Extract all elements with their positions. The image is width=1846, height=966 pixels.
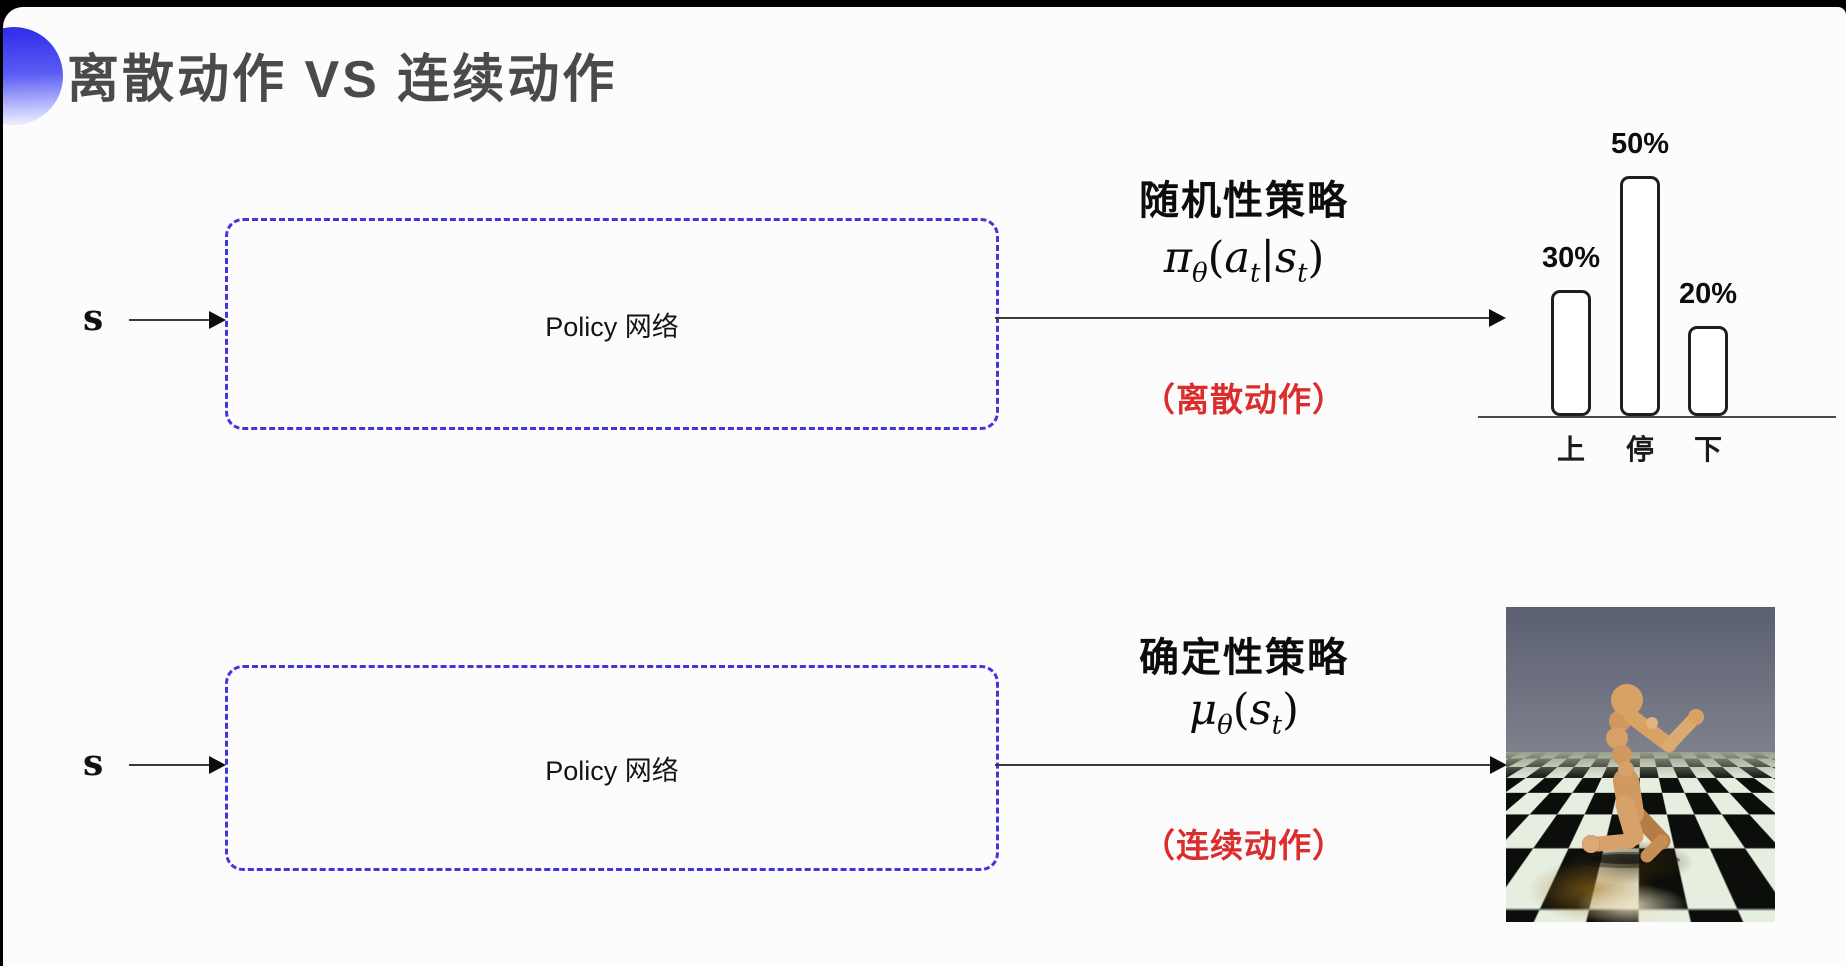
arrow-shaft (995, 317, 1491, 319)
bar-category-label: 停 (1625, 434, 1654, 465)
arrow-head-icon (1489, 309, 1506, 327)
formula-paren: ( (1232, 685, 1250, 735)
chart-baseline (1478, 416, 1836, 418)
policy-type-label-top: 随机性策略 (1139, 179, 1349, 223)
arrow-head-icon (1490, 756, 1507, 774)
input-arrow-top (129, 311, 226, 329)
slide: 离散动作 VS 连续动作 s Policy 网络 随机性策略 πθ(at|st)… (3, 7, 1846, 966)
policy-box-label-top: Policy 网络 (545, 311, 679, 342)
action-probability-chart: 30% 上 50% 停 20% 下 (1478, 102, 1846, 472)
policy-network-box-bottom: Policy 网络 (225, 665, 999, 871)
chart-bar (1688, 326, 1728, 416)
arrow-head-icon (209, 311, 226, 329)
formula-subscript: θ (1191, 258, 1208, 289)
horizon-haze (1506, 751, 1775, 781)
chart-bar (1620, 176, 1660, 416)
output-arrow-top (995, 309, 1506, 327)
formula-bar: | (1260, 233, 1275, 283)
arrow-shaft (995, 764, 1492, 766)
action-type-note-top: （离散动作） (1142, 381, 1346, 418)
formula-symbol: μ (1189, 685, 1218, 735)
bar-value-label: 50% (1610, 128, 1670, 160)
state-input-label-top: s (83, 297, 104, 339)
floor-light-reflection (1575, 884, 1689, 922)
arrow-shaft (129, 764, 211, 766)
formula-arg: a (1224, 233, 1251, 283)
title-bullet-decoration (3, 27, 63, 125)
chart-bar (1551, 290, 1591, 416)
formula-arg: s (1274, 233, 1298, 283)
policy-formula-bottom: μθ(st) (1063, 685, 1425, 741)
formula-arg-sub: t (1297, 258, 1308, 289)
humanoid-figure (1572, 684, 1704, 868)
formula-paren: ) (1282, 685, 1299, 735)
humanoid-robot-image (1506, 607, 1775, 922)
bar-value-label: 30% (1541, 242, 1601, 274)
output-arrow-bottom (995, 756, 1507, 774)
formula-arg-sub: t (1250, 258, 1261, 289)
formula-arg-sub: t (1271, 710, 1283, 741)
action-type-note-bottom: （连续动作） (1142, 827, 1346, 864)
bar-value-label: 20% (1678, 278, 1738, 310)
formula-paren: ( (1207, 233, 1225, 283)
policy-network-box-top: Policy 网络 (225, 218, 999, 430)
state-input-label-bottom: s (83, 742, 104, 784)
policy-box-label-bottom: Policy 网络 (545, 755, 679, 786)
bar-category-label: 上 (1556, 434, 1585, 465)
formula-paren: ) (1307, 233, 1325, 283)
formula-symbol: π (1163, 233, 1192, 283)
formula-subscript: θ (1217, 710, 1233, 741)
arrow-head-icon (209, 756, 226, 774)
formula-arg: s (1249, 685, 1272, 735)
policy-type-label-bottom: 确定性策略 (1139, 636, 1349, 680)
policy-formula-top: πθ(at|st) (1063, 233, 1425, 289)
input-arrow-bottom (129, 756, 226, 774)
slide-title: 离散动作 VS 连续动作 (67, 51, 618, 109)
bar-category-label: 下 (1693, 434, 1722, 465)
arrow-shaft (129, 319, 211, 321)
